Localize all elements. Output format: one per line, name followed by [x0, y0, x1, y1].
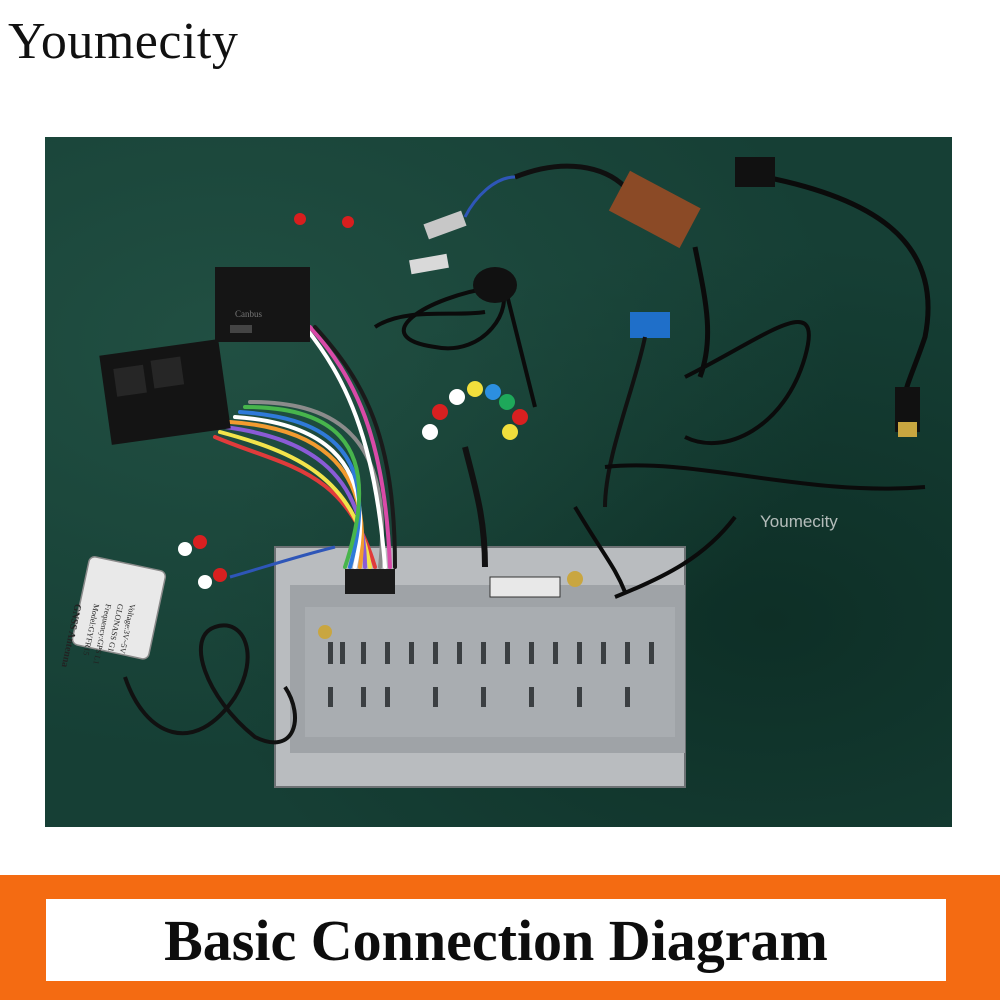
footer-title-box — [46, 899, 946, 981]
usb-plug-top — [735, 157, 775, 187]
canbus-box-label: Canbus — [235, 309, 262, 319]
gps-cable — [123, 623, 297, 745]
head-unit-chassis — [274, 546, 686, 788]
product-photo: Youmecity GNSS Antenna Model:GYFR15 Freq… — [45, 137, 952, 827]
gps-antenna — [71, 556, 167, 660]
microphone-cable — [373, 285, 537, 408]
rca-connector-cluster — [422, 381, 528, 568]
aux-cables — [573, 320, 926, 599]
radio-antenna-adapter — [409, 163, 701, 275]
quadlock-connector — [99, 339, 231, 445]
watermark-text: Youmecity — [760, 512, 838, 531]
footer-title: Basic Connection Diagram — [164, 907, 828, 973]
fakra-connector — [603, 312, 670, 508]
brand-title: Youmecity — [8, 13, 239, 70]
wiring-kit-illustration — [71, 157, 931, 788]
canbus-box — [215, 267, 310, 342]
main-wire-harness — [213, 325, 397, 569]
speaker-rca-pairs — [178, 535, 227, 589]
usb-cable — [692, 174, 931, 398]
